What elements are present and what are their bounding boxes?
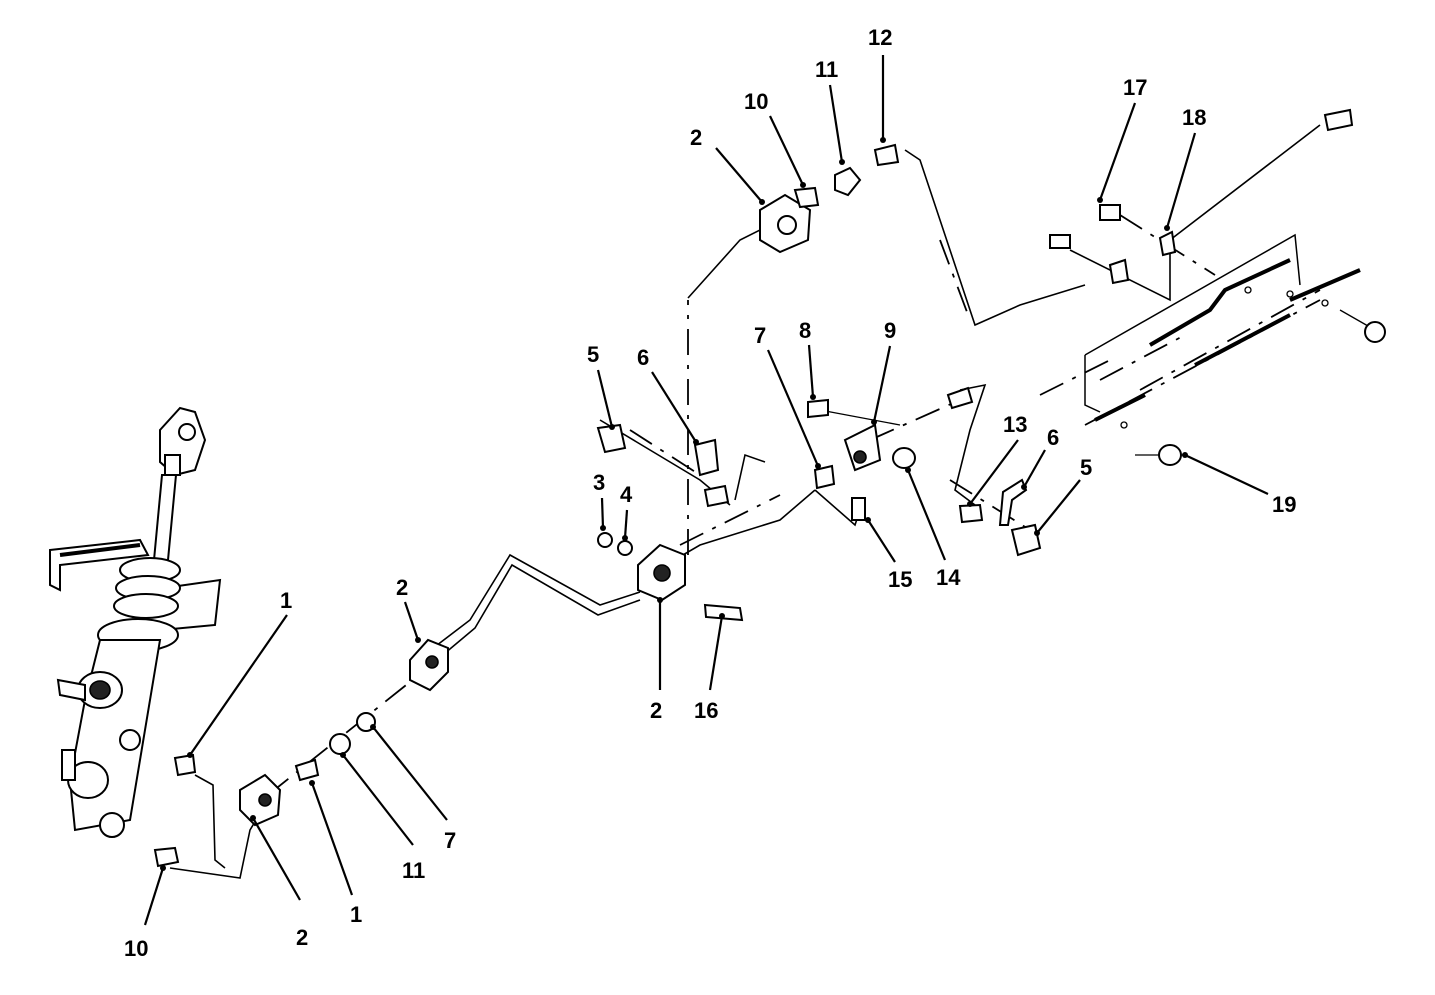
callout-13: 13: [967, 412, 1027, 507]
master-cylinder: [49, 406, 222, 838]
callout-16: 16: [694, 613, 725, 723]
svg-text:16: 16: [694, 698, 718, 723]
svg-text:2: 2: [650, 698, 662, 723]
callout-1-upper: 1: [187, 588, 292, 758]
svg-text:15: 15: [888, 567, 912, 592]
callout-2-left: 2: [250, 815, 308, 950]
callout-2-top: 2: [690, 125, 765, 205]
callout-14: 14: [905, 467, 961, 590]
callout-7-left: 7: [370, 724, 456, 853]
svg-text:1: 1: [350, 902, 362, 927]
callout-4: 4: [620, 482, 633, 541]
svg-text:1: 1: [280, 588, 292, 613]
svg-text:13: 13: [1003, 412, 1027, 437]
svg-text:7: 7: [754, 323, 766, 348]
svg-text:14: 14: [936, 565, 961, 590]
svg-text:2: 2: [396, 575, 408, 600]
callouts: 1 1 2 2 2 2 3 4: [124, 25, 1296, 961]
callout-11-top: 11: [815, 57, 845, 165]
svg-text:5: 5: [1080, 455, 1092, 480]
svg-text:7: 7: [444, 828, 456, 853]
svg-text:2: 2: [690, 125, 702, 150]
callout-2-center: 2: [650, 597, 663, 723]
callout-3: 3: [593, 470, 606, 531]
parts: [153, 108, 1386, 868]
svg-text:6: 6: [637, 345, 649, 370]
callout-6-left: 6: [637, 345, 699, 445]
callout-10-top: 10: [744, 89, 806, 188]
svg-text:5: 5: [587, 342, 599, 367]
callout-15: 15: [865, 517, 912, 592]
callout-17: 17: [1097, 75, 1147, 203]
svg-text:3: 3: [593, 470, 605, 495]
callout-6-right: 6: [1021, 425, 1059, 490]
callout-5-right: 5: [1034, 455, 1092, 536]
svg-text:2: 2: [296, 925, 308, 950]
svg-text:11: 11: [402, 858, 425, 883]
svg-text:6: 6: [1047, 425, 1059, 450]
callout-9: 9: [871, 318, 896, 425]
svg-text:8: 8: [799, 318, 811, 343]
svg-text:4: 4: [620, 482, 633, 507]
frame-rail: [1039, 233, 1361, 429]
callout-2-middle: 2: [396, 575, 421, 643]
svg-text:17: 17: [1123, 75, 1147, 100]
callout-10-bottom: 10: [124, 865, 166, 961]
svg-text:19: 19: [1272, 492, 1296, 517]
svg-text:11: 11: [815, 57, 838, 82]
callout-7-right: 7: [754, 323, 821, 469]
callout-5-left: 5: [587, 342, 615, 430]
callout-11-bottom: 11: [340, 752, 425, 883]
svg-text:12: 12: [868, 25, 892, 50]
svg-text:10: 10: [744, 89, 768, 114]
callout-1-lower: 1: [309, 780, 362, 927]
svg-text:9: 9: [884, 318, 896, 343]
svg-text:10: 10: [124, 936, 148, 961]
svg-text:18: 18: [1182, 105, 1206, 130]
callout-18: 18: [1164, 105, 1206, 231]
callout-12: 12: [868, 25, 892, 143]
callout-19: 19: [1182, 452, 1296, 517]
callout-8: 8: [799, 318, 816, 400]
